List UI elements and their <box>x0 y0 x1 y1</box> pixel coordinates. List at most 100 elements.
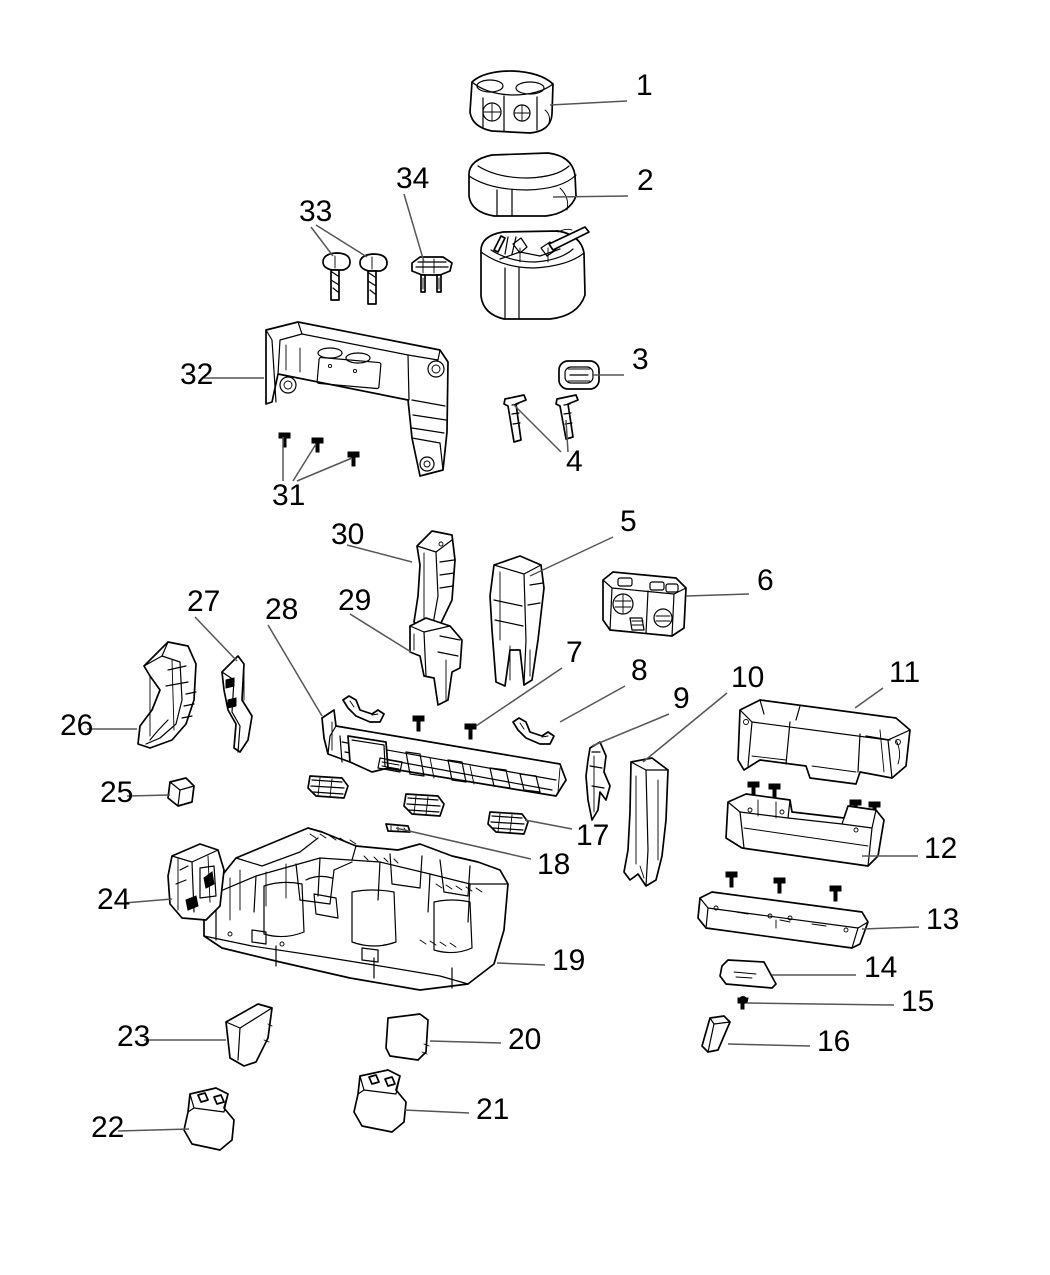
part-20-pad <box>385 1013 430 1061</box>
part-7-screw-rail-b <box>464 723 477 740</box>
part-12-cushion-pan <box>725 793 885 867</box>
callout-number-27: 27 <box>187 585 221 618</box>
callout-number-16: 16 <box>817 1025 851 1058</box>
leader-lines <box>87 100 920 1132</box>
part-19-seat-cushion-frame <box>203 827 509 991</box>
part-15-screw <box>737 996 749 1010</box>
leader-line-16 <box>727 1043 811 1047</box>
leader-line-13 <box>861 926 920 930</box>
callout-number-13: 13 <box>926 903 960 936</box>
leader-line-22 <box>117 1128 190 1132</box>
leader-line-7 <box>475 667 563 727</box>
leader-line-31 <box>292 443 317 482</box>
callout-number-6: 6 <box>757 564 774 597</box>
leader-line-18 <box>395 827 532 860</box>
callout-number-10: 10 <box>731 661 765 694</box>
part-7-screw-c3 <box>829 885 842 902</box>
callout-number-25: 25 <box>100 776 134 809</box>
callout-number-5: 5 <box>620 505 637 538</box>
leader-line-31 <box>296 457 353 482</box>
leader-line-11 <box>854 687 884 709</box>
part-27-thin-trim <box>221 655 253 753</box>
leader-line-30 <box>346 544 413 563</box>
leader-line-24 <box>123 898 173 904</box>
callout-number-19: 19 <box>552 944 586 977</box>
callout-number-2: 2 <box>637 164 654 197</box>
part-6-latch-block <box>602 571 687 637</box>
callout-number-22: 22 <box>91 1111 125 1144</box>
leader-line-33 <box>310 226 334 257</box>
part-14-cover <box>719 959 777 989</box>
part-7-screw-c2 <box>773 877 786 894</box>
callout-number-11: 11 <box>889 656 921 689</box>
leader-line-4 <box>565 419 569 453</box>
part-17-latch-cover-b <box>403 793 445 817</box>
callout-number-31: 31 <box>272 479 306 512</box>
callout-number-3: 3 <box>632 343 649 376</box>
callout-number-17: 17 <box>576 819 610 852</box>
part-26-side-trim <box>137 641 197 749</box>
callout-number-34: 34 <box>396 162 430 195</box>
callout-number-23: 23 <box>117 1020 151 1053</box>
part-2-armrest-bin <box>480 226 590 320</box>
part-8-wire-handle-right <box>512 717 555 745</box>
leader-line-34 <box>403 193 425 263</box>
part-22-pad-with-tabs <box>183 1087 235 1151</box>
leader-line-33 <box>315 224 368 258</box>
part-31-screw-c <box>347 451 360 467</box>
callout-number-24: 24 <box>97 883 131 916</box>
part-31-screw-a <box>278 432 291 448</box>
leader-line-19 <box>496 962 546 966</box>
leader-line-5 <box>529 536 614 577</box>
part-9-side-bracket <box>585 741 611 821</box>
part-7-screw-c1 <box>725 871 738 888</box>
part-32-seatback-trim-panel <box>265 321 449 477</box>
part-11-cushion-foam <box>737 699 911 785</box>
part-17-latch-cover-a <box>307 775 349 799</box>
leader-line-9 <box>591 713 670 747</box>
part-16-strip <box>701 1015 731 1053</box>
leader-line-1 <box>549 100 628 106</box>
callout-number-18: 18 <box>537 848 571 881</box>
leader-line-27 <box>194 616 238 662</box>
part-30-hinge-cover <box>413 530 456 633</box>
callout-number-1: 1 <box>636 69 653 102</box>
part-28-cross-rail <box>321 709 567 797</box>
part-34-clip-bracket <box>411 256 453 293</box>
leader-line-25 <box>126 794 171 797</box>
callout-number-7: 7 <box>566 636 583 669</box>
part-4-pin-left <box>503 394 527 443</box>
part-25-cap <box>167 777 195 807</box>
part-33-push-pin-right <box>359 253 388 305</box>
leader-line-15 <box>746 1002 895 1006</box>
part-33-push-pin-left <box>322 252 351 301</box>
part-2-armrest-lid <box>468 152 577 217</box>
part-29-bracket <box>409 617 463 706</box>
part-8-wire-handle-left <box>342 695 385 723</box>
leader-line-28 <box>267 624 323 717</box>
part-3-latch-cover <box>558 360 600 390</box>
callout-number-26: 26 <box>60 709 94 742</box>
callout-number-14: 14 <box>864 951 898 984</box>
callout-number-32: 32 <box>180 358 214 391</box>
leader-line-21 <box>403 1109 470 1114</box>
callout-number-20: 20 <box>508 1023 542 1056</box>
leader-line-29 <box>349 613 412 653</box>
leader-line-17 <box>524 819 573 830</box>
leader-line-8 <box>559 685 626 723</box>
callout-number-33: 33 <box>299 195 333 228</box>
callout-number-15: 15 <box>901 985 935 1018</box>
callout-number-28: 28 <box>265 593 299 626</box>
leader-line-4 <box>512 403 562 453</box>
part-21-pad-with-tabs <box>353 1069 407 1133</box>
part-5-hinge-cover <box>489 555 545 687</box>
leader-line-2 <box>552 195 629 198</box>
part-10-side-trim-panel <box>623 757 669 887</box>
callout-number-9: 9 <box>673 682 690 715</box>
callout-number-29: 29 <box>338 584 372 617</box>
leader-line-20 <box>429 1040 502 1044</box>
callout-number-8: 8 <box>631 654 648 687</box>
leader-line-10 <box>642 692 728 763</box>
